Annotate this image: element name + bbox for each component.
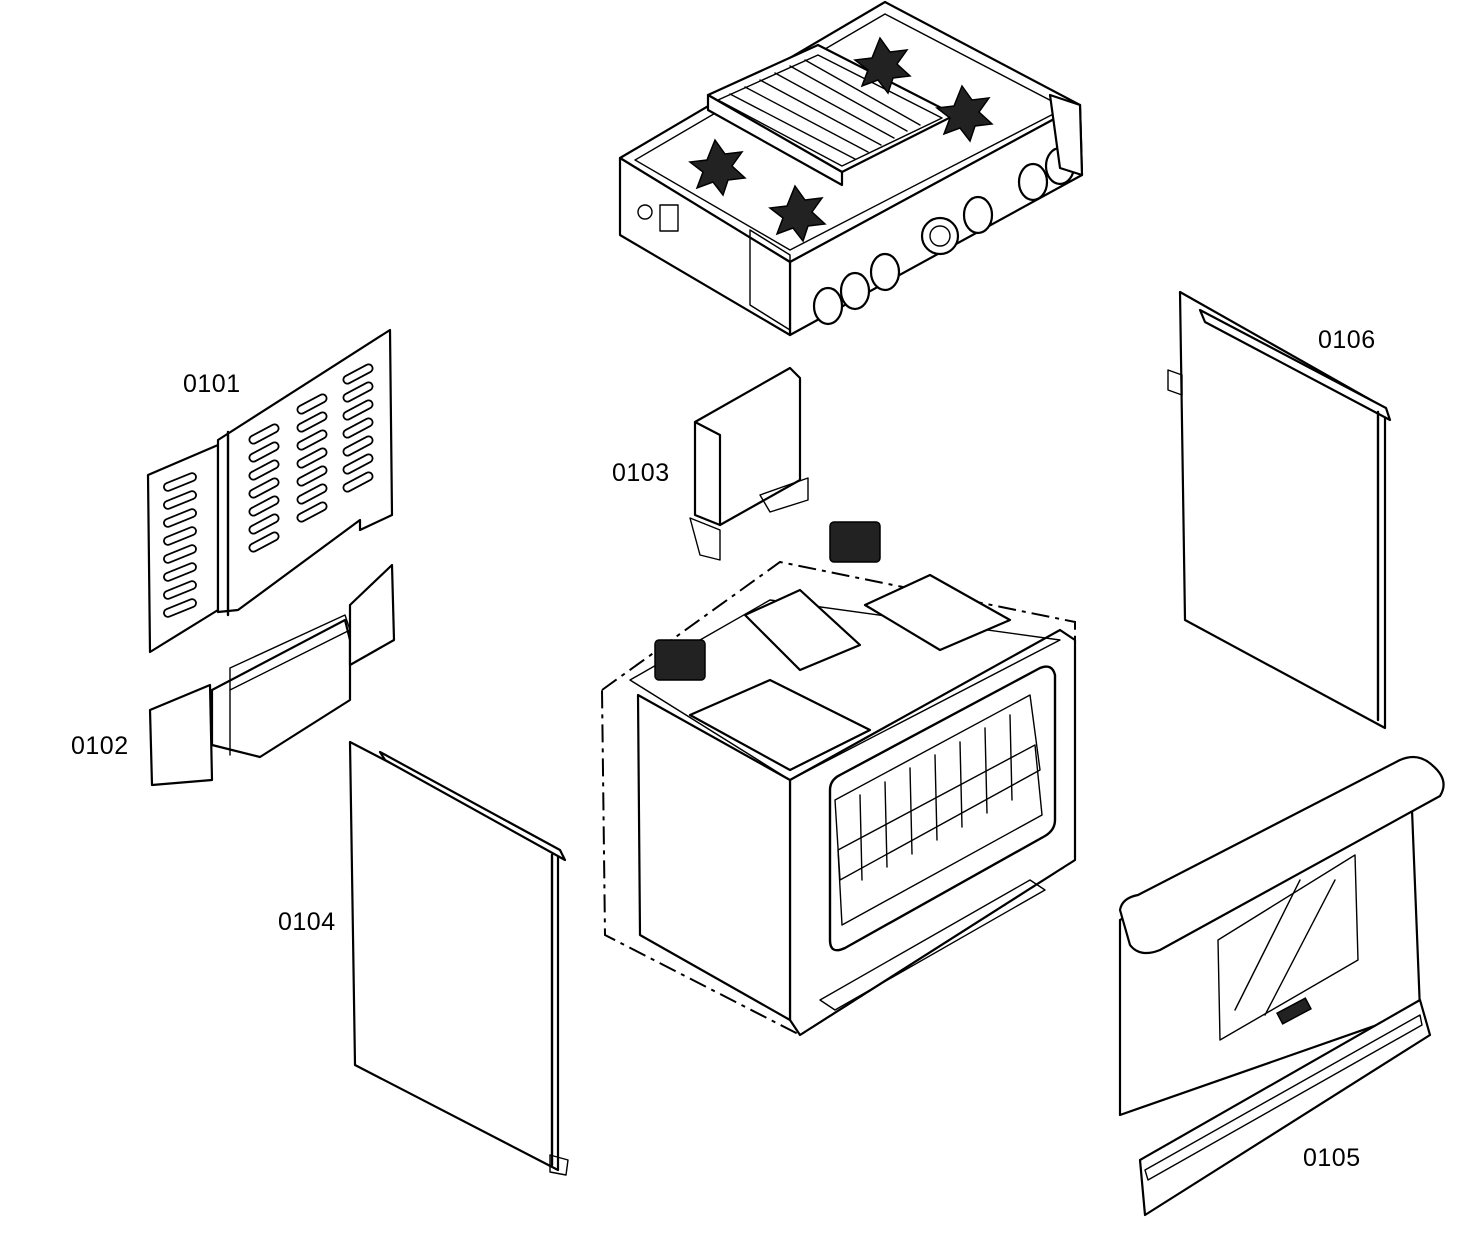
- part-label-0106: 0106: [1318, 326, 1376, 354]
- burner-icon: [688, 36, 994, 243]
- control-knob-icon: [812, 146, 1076, 326]
- oven-door: [1118, 755, 1445, 1117]
- part-label-0103: 0103: [612, 459, 670, 487]
- vent-duct: [689, 366, 809, 561]
- left-side-panel: [348, 740, 569, 1176]
- rear-vent-panel: [146, 328, 394, 654]
- igniter-icon: [654, 521, 881, 681]
- lower-rear-cover: [148, 563, 396, 787]
- part-label-0104: 0104: [278, 908, 336, 936]
- oven-body: [600, 521, 1077, 1037]
- part-label-0101: 0101: [183, 370, 241, 398]
- part-label-0105: 0105: [1303, 1144, 1361, 1172]
- part-label-0102: 0102: [71, 732, 129, 760]
- drawer-front: [1138, 998, 1432, 1217]
- cooktop-assembly: [618, 0, 1084, 337]
- right-side-panel: [1167, 290, 1392, 730]
